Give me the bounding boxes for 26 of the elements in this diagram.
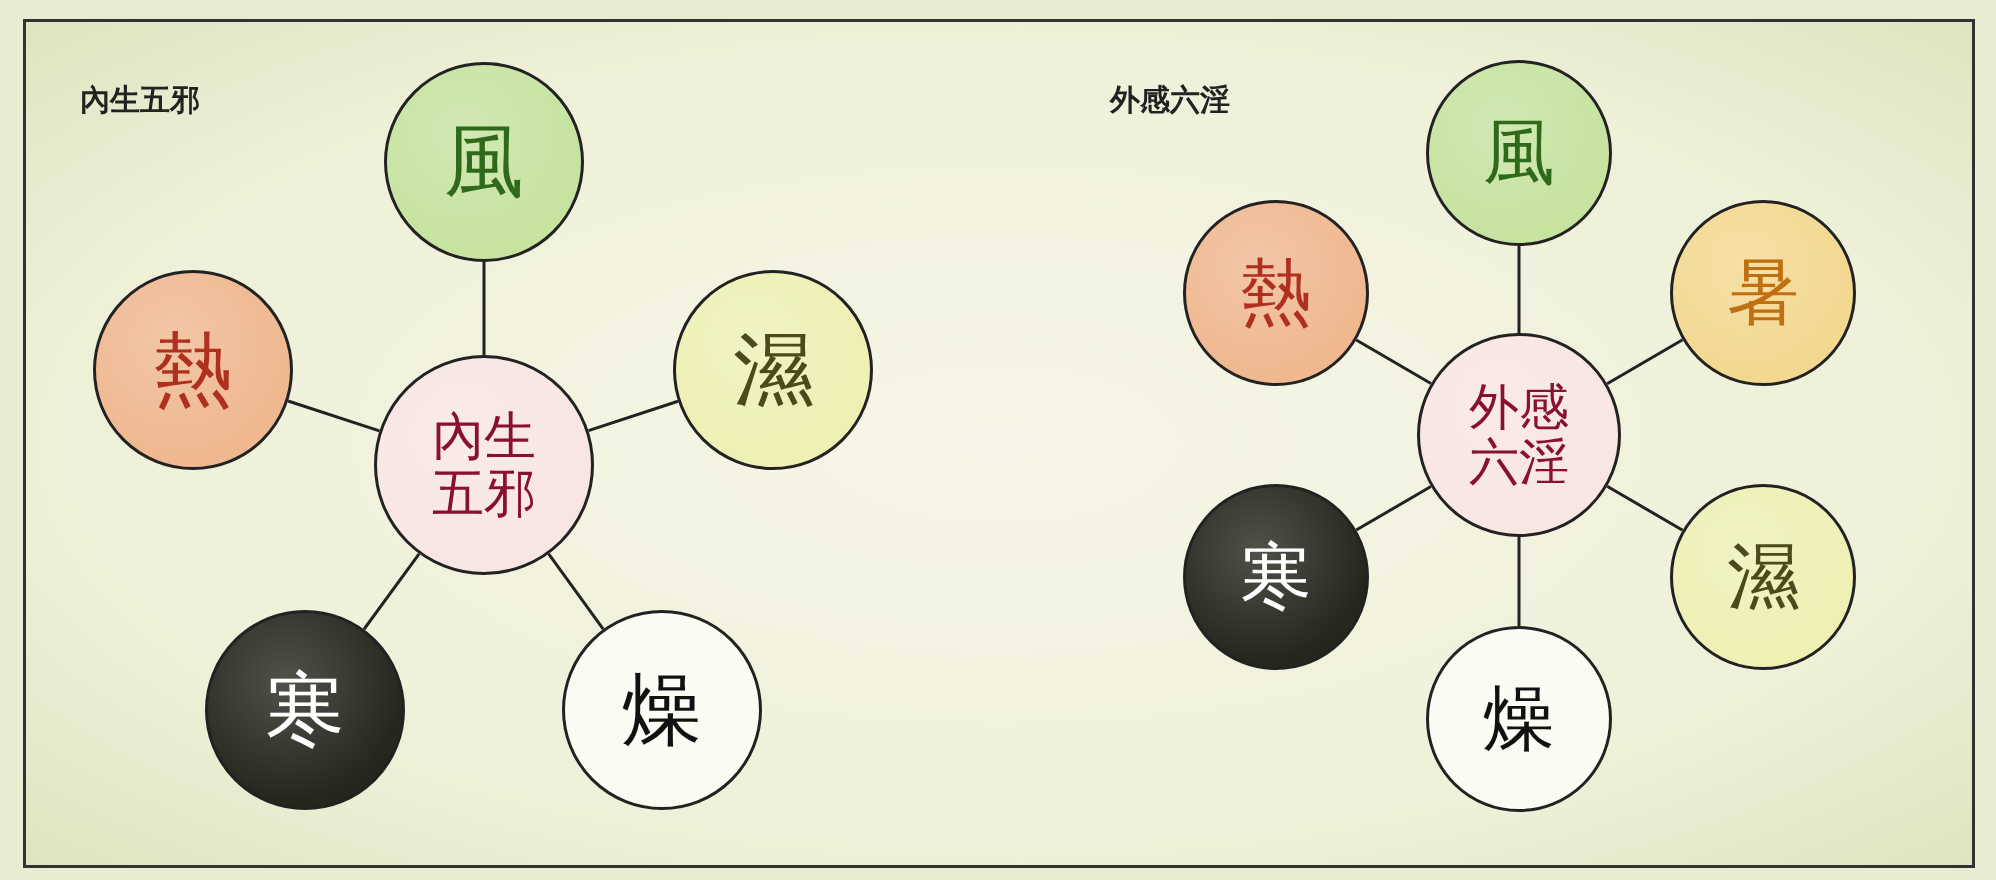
- connector-line: [1606, 485, 1684, 532]
- node-text: 寒: [1239, 537, 1313, 617]
- node-text: 濕: [1726, 537, 1800, 617]
- connector-line: [362, 552, 421, 631]
- node-text: 風: [443, 118, 525, 206]
- connector-line: [1355, 338, 1432, 385]
- node-text: 熱: [1239, 253, 1313, 333]
- node-text: 燥: [621, 666, 703, 754]
- node-text: 暑: [1726, 253, 1800, 333]
- connector-line: [287, 399, 380, 433]
- section-heading: 外感六淫: [1110, 81, 1230, 119]
- node-text: 外感六淫: [1468, 380, 1570, 490]
- node-text: 燥: [1482, 679, 1556, 759]
- node-text: 濕: [732, 326, 814, 414]
- connector-line: [1517, 537, 1521, 626]
- connector-line: [588, 399, 679, 433]
- connector-line: [1517, 246, 1521, 333]
- connector-line: [482, 262, 486, 355]
- connector-line: [547, 553, 605, 630]
- connector-line: [1355, 485, 1432, 532]
- node-text: 寒: [264, 666, 346, 754]
- node-text: 熱: [152, 326, 234, 414]
- node-text: 內生五邪: [431, 407, 537, 523]
- connector-line: [1606, 338, 1684, 385]
- node-text: 風: [1482, 113, 1556, 193]
- section-heading: 內生五邪: [80, 81, 200, 119]
